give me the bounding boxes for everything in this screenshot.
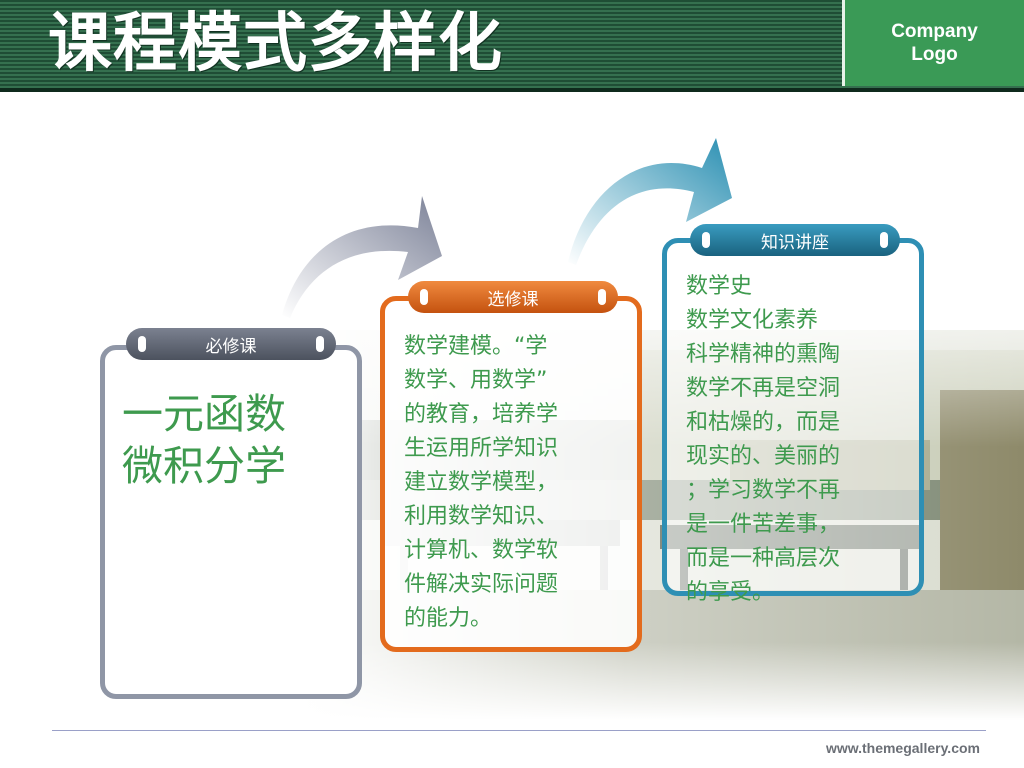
company-logo: Company Logo: [842, 0, 1024, 86]
elective-course-content: 数学建模。“学 数学、用数学” 的教育，培养学 生运用所学知识 建立数学模型， …: [404, 330, 614, 636]
content-line: 和枯燥的，而是: [686, 410, 841, 435]
content-line: 数学不再是空洞: [686, 376, 841, 401]
content-line: 而是一种高层次: [686, 546, 841, 571]
content-line: 的教育，培养学: [404, 402, 559, 427]
lecture-label-text: 知识讲座: [761, 232, 829, 253]
content-line: 数学建模。“学: [404, 334, 548, 359]
content-line: 的能力。: [404, 606, 493, 631]
content-line: 微积分学: [122, 442, 286, 490]
content-line: 数学史: [686, 274, 753, 299]
title-banner: 课程模式多样化 Company Logo: [0, 0, 1024, 92]
elective-course-card: [380, 296, 642, 652]
content-line: 数学文化素养: [686, 308, 819, 333]
footer-divider: [52, 730, 986, 731]
pill-dot-right-icon: [880, 232, 888, 248]
required-course-label-text: 必修课: [205, 336, 257, 357]
pill-dot-left-icon: [420, 289, 428, 305]
content-line: 件解决实际问题: [404, 572, 559, 597]
pill-dot-left-icon: [702, 232, 710, 248]
footer-url: www.themegallery.com: [825, 740, 980, 756]
content-line: 科学精神的熏陶: [686, 342, 841, 367]
pill-dot-right-icon: [598, 289, 606, 305]
content-line: 现实的、美丽的: [686, 444, 841, 469]
elective-course-label-text: 选修课: [487, 289, 539, 310]
required-course-label: 必修课: [126, 328, 336, 360]
elective-course-label: 选修课: [408, 281, 618, 313]
content-line: 一元函数: [122, 390, 286, 438]
content-line: ；学习数学不再: [686, 478, 841, 503]
content-line: 计算机、数学软: [404, 538, 559, 563]
lecture-content: 数学史 数学文化素养 科学精神的熏陶 数学不再是空洞 和枯燥的，而是 现实的、美…: [686, 270, 896, 610]
content-line: 利用数学知识、: [404, 504, 559, 529]
lecture-label: 知识讲座: [690, 224, 900, 256]
logo-line-2: Logo: [911, 44, 958, 65]
required-course-card: [100, 345, 362, 699]
pill-dot-left-icon: [138, 336, 146, 352]
content-line: 建立数学模型，: [404, 470, 559, 495]
pill-dot-right-icon: [316, 336, 324, 352]
logo-line-1: Company: [891, 21, 978, 42]
required-course-content: 一元函数 微积分学: [122, 388, 342, 492]
page-title: 课程模式多样化: [48, 6, 503, 81]
content-line: 数学、用数学”: [404, 368, 548, 393]
content-line: 的享受。: [686, 580, 775, 605]
content-line: 是一件苦差事，: [686, 512, 841, 537]
content-line: 生运用所学知识: [404, 436, 559, 461]
